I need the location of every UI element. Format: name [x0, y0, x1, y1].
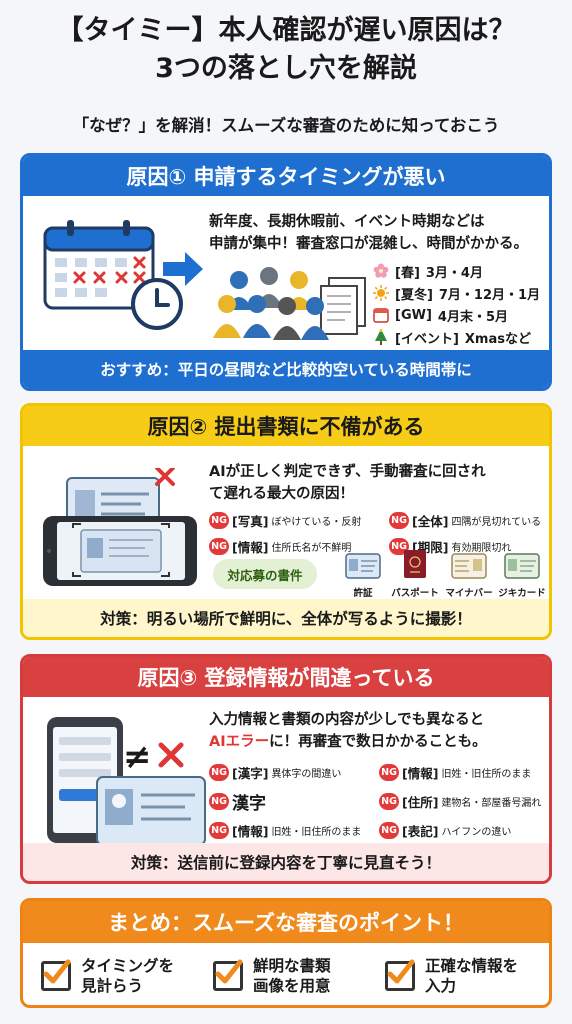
sun-icon	[373, 285, 389, 301]
cause1-heading: 原因① 申請するタイミングが悪い	[23, 156, 549, 196]
not-equal-symbol: ≠	[123, 737, 152, 777]
cherry-blossom-icon	[373, 263, 389, 278]
ng-badge: NG	[209, 538, 229, 555]
ng-item: NG[住所]建物名・部屋番号漏れ	[379, 789, 549, 814]
ng-badge: NG	[379, 822, 399, 839]
cause3-tip: 対策：送信前に登録内容を丁寧に見直そう！	[23, 843, 549, 881]
title-line-1: 【タイミー】本人確認が遅い原因は？	[56, 15, 516, 46]
page-title: 【タイミー】本人確認が遅い原因は？ 3つの落とし穴を解説	[0, 12, 572, 88]
cause2-description: AIが正しく判定できず、手動審査に回され て遅れる最大の原因！	[209, 464, 486, 502]
ng-badge: NG	[389, 538, 409, 555]
cause3-description: 入力情報と書類の内容が少しでも異なると AIエラーに！再審査で数日かかることも。	[209, 712, 487, 750]
doc-drivers-license: 許証	[341, 553, 385, 599]
ng-item: NG[漢字]異体字の間違い	[209, 763, 379, 782]
summary-point: 正確な情報を 入力	[385, 956, 537, 996]
ng-item: NG[写真]ぼやけている・反射	[209, 511, 389, 530]
summary-card: まとめ：スムーズな審査のポイント！ タイミングを 見計らう 鮮明な書類 画像を用…	[20, 898, 552, 1008]
crowd-icon	[213, 267, 366, 340]
documents-badge: 対応募の書件	[213, 559, 317, 589]
ng-badge: NG	[209, 793, 229, 810]
doc-residence-card: ジキカード	[493, 553, 549, 599]
doc-my-number-card: マイナバー	[443, 553, 495, 599]
passport-icon	[404, 550, 426, 578]
cause3-heading: 原因③ 登録情報が間違っている	[23, 657, 549, 697]
license-card-icon	[345, 553, 381, 579]
ng-badge: NG	[209, 764, 229, 781]
ng-item: NG[表記]ハイフンの違い	[379, 821, 549, 840]
my-number-card-icon	[451, 553, 487, 579]
ai-error-accent: AIエラー	[209, 734, 270, 750]
ng-badge: NG	[209, 822, 229, 839]
cause2-heading: 原因② 提出書類に不備がある	[23, 406, 549, 446]
page-subtitle: 「なぜ？」を解消！スムーズな審査のために知っておこう	[72, 116, 500, 135]
ng-item: NG[情報]旧姓・旧住所のまま	[379, 763, 549, 782]
cause1-card: 原因① 申請するタイミングが悪い	[20, 153, 552, 391]
phone-scan-id-icon	[43, 468, 197, 586]
ng-badge: NG	[379, 793, 399, 810]
calendar-small-icon	[373, 308, 389, 323]
cause2-ng-list: NG[写真]ぼやけている・反射 NG[全体]四隅が見切れている NG[情報]住所…	[209, 511, 549, 556]
ng-item: NG[情報]旧姓・旧住所のまま	[209, 821, 379, 840]
error-x-icon	[158, 742, 184, 768]
christmas-tree-icon	[375, 329, 387, 345]
ng-badge: NG	[389, 512, 409, 529]
season-item: [春] 3月・4月	[373, 260, 540, 282]
checkbox-checked-icon	[213, 959, 243, 991]
ng-item: NG[情報]住所氏名が不鮮明	[209, 537, 389, 556]
summary-point: 鮮明な書類 画像を用意	[213, 956, 365, 996]
arrow-right-icon	[163, 252, 203, 286]
residence-card-icon	[504, 553, 540, 579]
cause2-tip: 対策：明るい場所で鮮明に、全体が写るように撮影！	[23, 599, 549, 637]
cause3-card: 原因③ 登録情報が間違っている ≠ 入力情報と書類の内容が少しでも異なると AI…	[20, 654, 552, 884]
season-list: [春] 3月・4月 [夏冬] 7月・12月・1月 [GW] 4月末・5月 [イベ…	[373, 260, 540, 348]
cause1-description: 新年度、長期休暇前、イベント時期などは 申請が集中！審査窓口が混雑し、時間がかか…	[209, 214, 528, 252]
cause2-card: 原因② 提出書類に不備がある AIが正しく判定できず、手動審査に回され て遅れる…	[20, 403, 552, 640]
checkbox-checked-icon	[385, 959, 415, 991]
summary-point: タイミングを 見計らう	[41, 956, 193, 996]
season-item: [イベント] Xmasなど	[373, 326, 540, 348]
ng-item: NG[全体]四隅が見切れている	[389, 511, 549, 530]
doc-passport: パスポート	[385, 549, 445, 599]
season-item: [夏冬] 7月・12月・1月	[373, 282, 540, 304]
ng-badge: NG	[379, 764, 399, 781]
ng-badge: NG	[209, 512, 229, 529]
cause1-recommendation: おすすめ：平日の昼間など比較的空いている時間帯に	[23, 350, 549, 388]
title-line-2: 3つの落とし穴を解説	[155, 53, 417, 84]
checkbox-checked-icon	[41, 959, 71, 991]
calendar-icon	[43, 220, 183, 330]
summary-heading: まとめ：スムーズな審査のポイント！	[23, 901, 549, 943]
id-card-icon	[96, 776, 206, 846]
season-item: [GW] 4月末・5月	[373, 304, 540, 326]
